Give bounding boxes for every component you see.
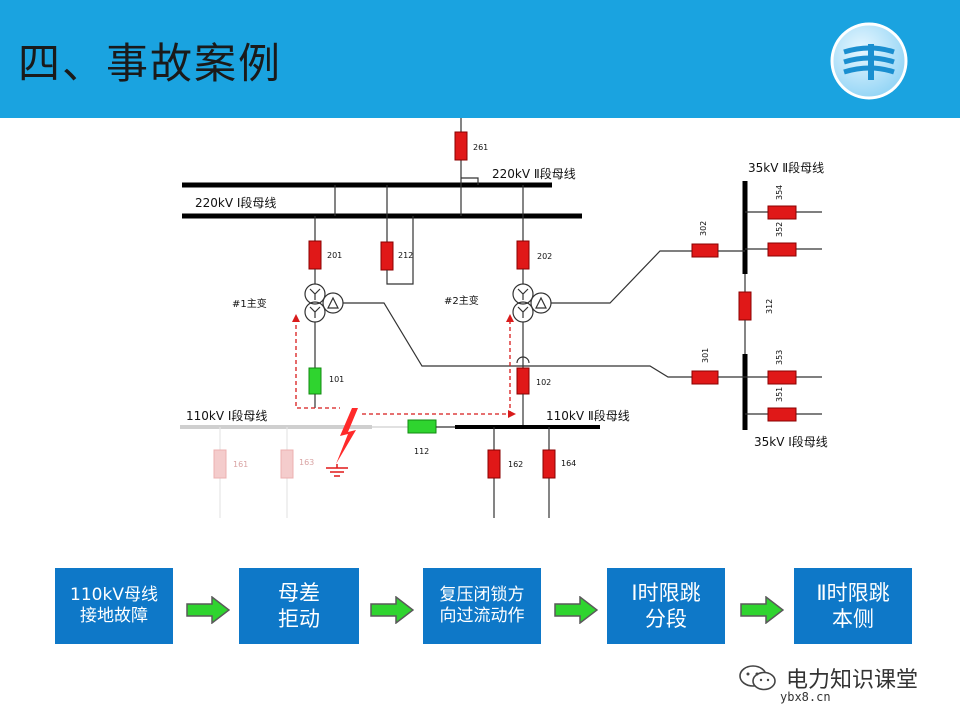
breaker-354-label: 354 <box>775 185 784 200</box>
arrow-right-icon <box>554 596 598 624</box>
breaker-112-label: 112 <box>414 447 429 456</box>
breaker-201-label: 201 <box>327 251 342 260</box>
page-title: 四、事故案例 <box>18 39 283 88</box>
breaker-353 <box>767 370 797 385</box>
breaker-212 <box>380 241 394 271</box>
breaker-102-label: 102 <box>536 378 551 387</box>
flow-step-busdiff-line1: 母差 <box>278 580 320 605</box>
breaker-353-label: 353 <box>775 350 784 365</box>
company-logo-icon <box>830 22 908 100</box>
breaker-202 <box>516 240 530 270</box>
flow-step-trip-local-line2: 本侧 <box>832 607 874 631</box>
breaker-201 <box>308 240 322 270</box>
breaker-163 <box>280 449 294 479</box>
arrow-right-icon <box>740 596 784 624</box>
breaker-101-label: 101 <box>329 375 344 384</box>
flow-step-trip-section-line1: Ⅰ时限跳 <box>631 580 701 605</box>
breaker-301 <box>691 370 719 385</box>
transformer-2-icon <box>512 283 552 323</box>
flow-step-fault: 110kV母线 接地故障 <box>55 568 173 644</box>
flow-step-fault-line2: 接地故障 <box>80 606 148 626</box>
watermark-name: 电力知识课堂 <box>786 668 919 693</box>
bus-35kv-1-label: 35kV Ⅰ段母线 <box>754 434 828 449</box>
flow-step-fault-line1: 110kV母线 <box>70 584 158 605</box>
breaker-101 <box>308 367 322 395</box>
breaker-301-label: 301 <box>701 348 710 363</box>
breaker-112 <box>407 419 437 434</box>
breaker-261 <box>454 131 468 161</box>
flow-step-overcurrent-line1: 复压闭锁方 <box>439 584 525 605</box>
breaker-302 <box>691 243 719 258</box>
wechat-icon <box>739 665 776 691</box>
ground-icon <box>326 464 348 477</box>
breaker-202-label: 202 <box>537 252 552 261</box>
breaker-163-label: 163 <box>299 458 314 467</box>
breaker-161-label: 161 <box>233 460 248 469</box>
breaker-164 <box>542 449 556 479</box>
breaker-351 <box>767 407 797 422</box>
flow-step-trip-local: Ⅱ时限跳 本侧 <box>794 568 912 644</box>
flow-step-trip-section: Ⅰ时限跳 分段 <box>607 568 725 644</box>
breaker-261-label: 261 <box>473 143 488 152</box>
arrow-right-icon <box>186 596 230 624</box>
flow-step-trip-local-line1: Ⅱ时限跳 <box>816 580 890 605</box>
breaker-352 <box>767 242 797 257</box>
fault-lightning-icon <box>336 408 358 464</box>
transformer-1-label: #1主变 <box>232 297 267 310</box>
breaker-102 <box>516 367 530 395</box>
breaker-161 <box>213 449 227 479</box>
breaker-351-label: 351 <box>775 387 784 402</box>
bus-110kv-2-label: 110kV Ⅱ段母线 <box>546 408 630 423</box>
header-bar <box>0 0 960 118</box>
breaker-354 <box>767 205 797 220</box>
flow-step-busdiff-line2: 拒动 <box>278 607 320 631</box>
arrow-right-icon <box>370 596 414 624</box>
breaker-164-label: 164 <box>561 459 576 468</box>
breaker-312-label: 312 <box>765 299 774 314</box>
breaker-162-label: 162 <box>508 460 523 469</box>
breaker-312 <box>738 291 752 321</box>
bus-110kv-1-label: 110kV Ⅰ段母线 <box>186 408 267 423</box>
breaker-212-label: 212 <box>398 251 413 260</box>
bus-220kv-1-label: 220kV Ⅰ段母线 <box>195 195 276 210</box>
flow-step-overcurrent-line2: 向过流动作 <box>439 606 525 626</box>
flow-step-overcurrent: 复压闭锁方 向过流动作 <box>423 568 541 644</box>
breaker-302-label: 302 <box>699 221 708 236</box>
single-line-diagram: 220kV Ⅰ段母线 220kV Ⅱ段母线 261 201 212 202 #1… <box>180 118 828 518</box>
breaker-352-label: 352 <box>775 222 784 237</box>
transformer-2-label: #2主变 <box>444 294 479 307</box>
fault-current-arrowheads <box>292 314 516 418</box>
transformer-1-icon <box>304 283 344 323</box>
breaker-162 <box>487 449 501 479</box>
watermark-site: ybx8.cn <box>780 690 831 704</box>
flow-step-busdiff: 母差 拒动 <box>239 568 359 644</box>
bus-220kv-2-label: 220kV Ⅱ段母线 <box>492 166 576 181</box>
bus-35kv-2-label: 35kV Ⅱ段母线 <box>748 160 824 175</box>
flow-step-trip-section-line2: 分段 <box>645 607 687 631</box>
